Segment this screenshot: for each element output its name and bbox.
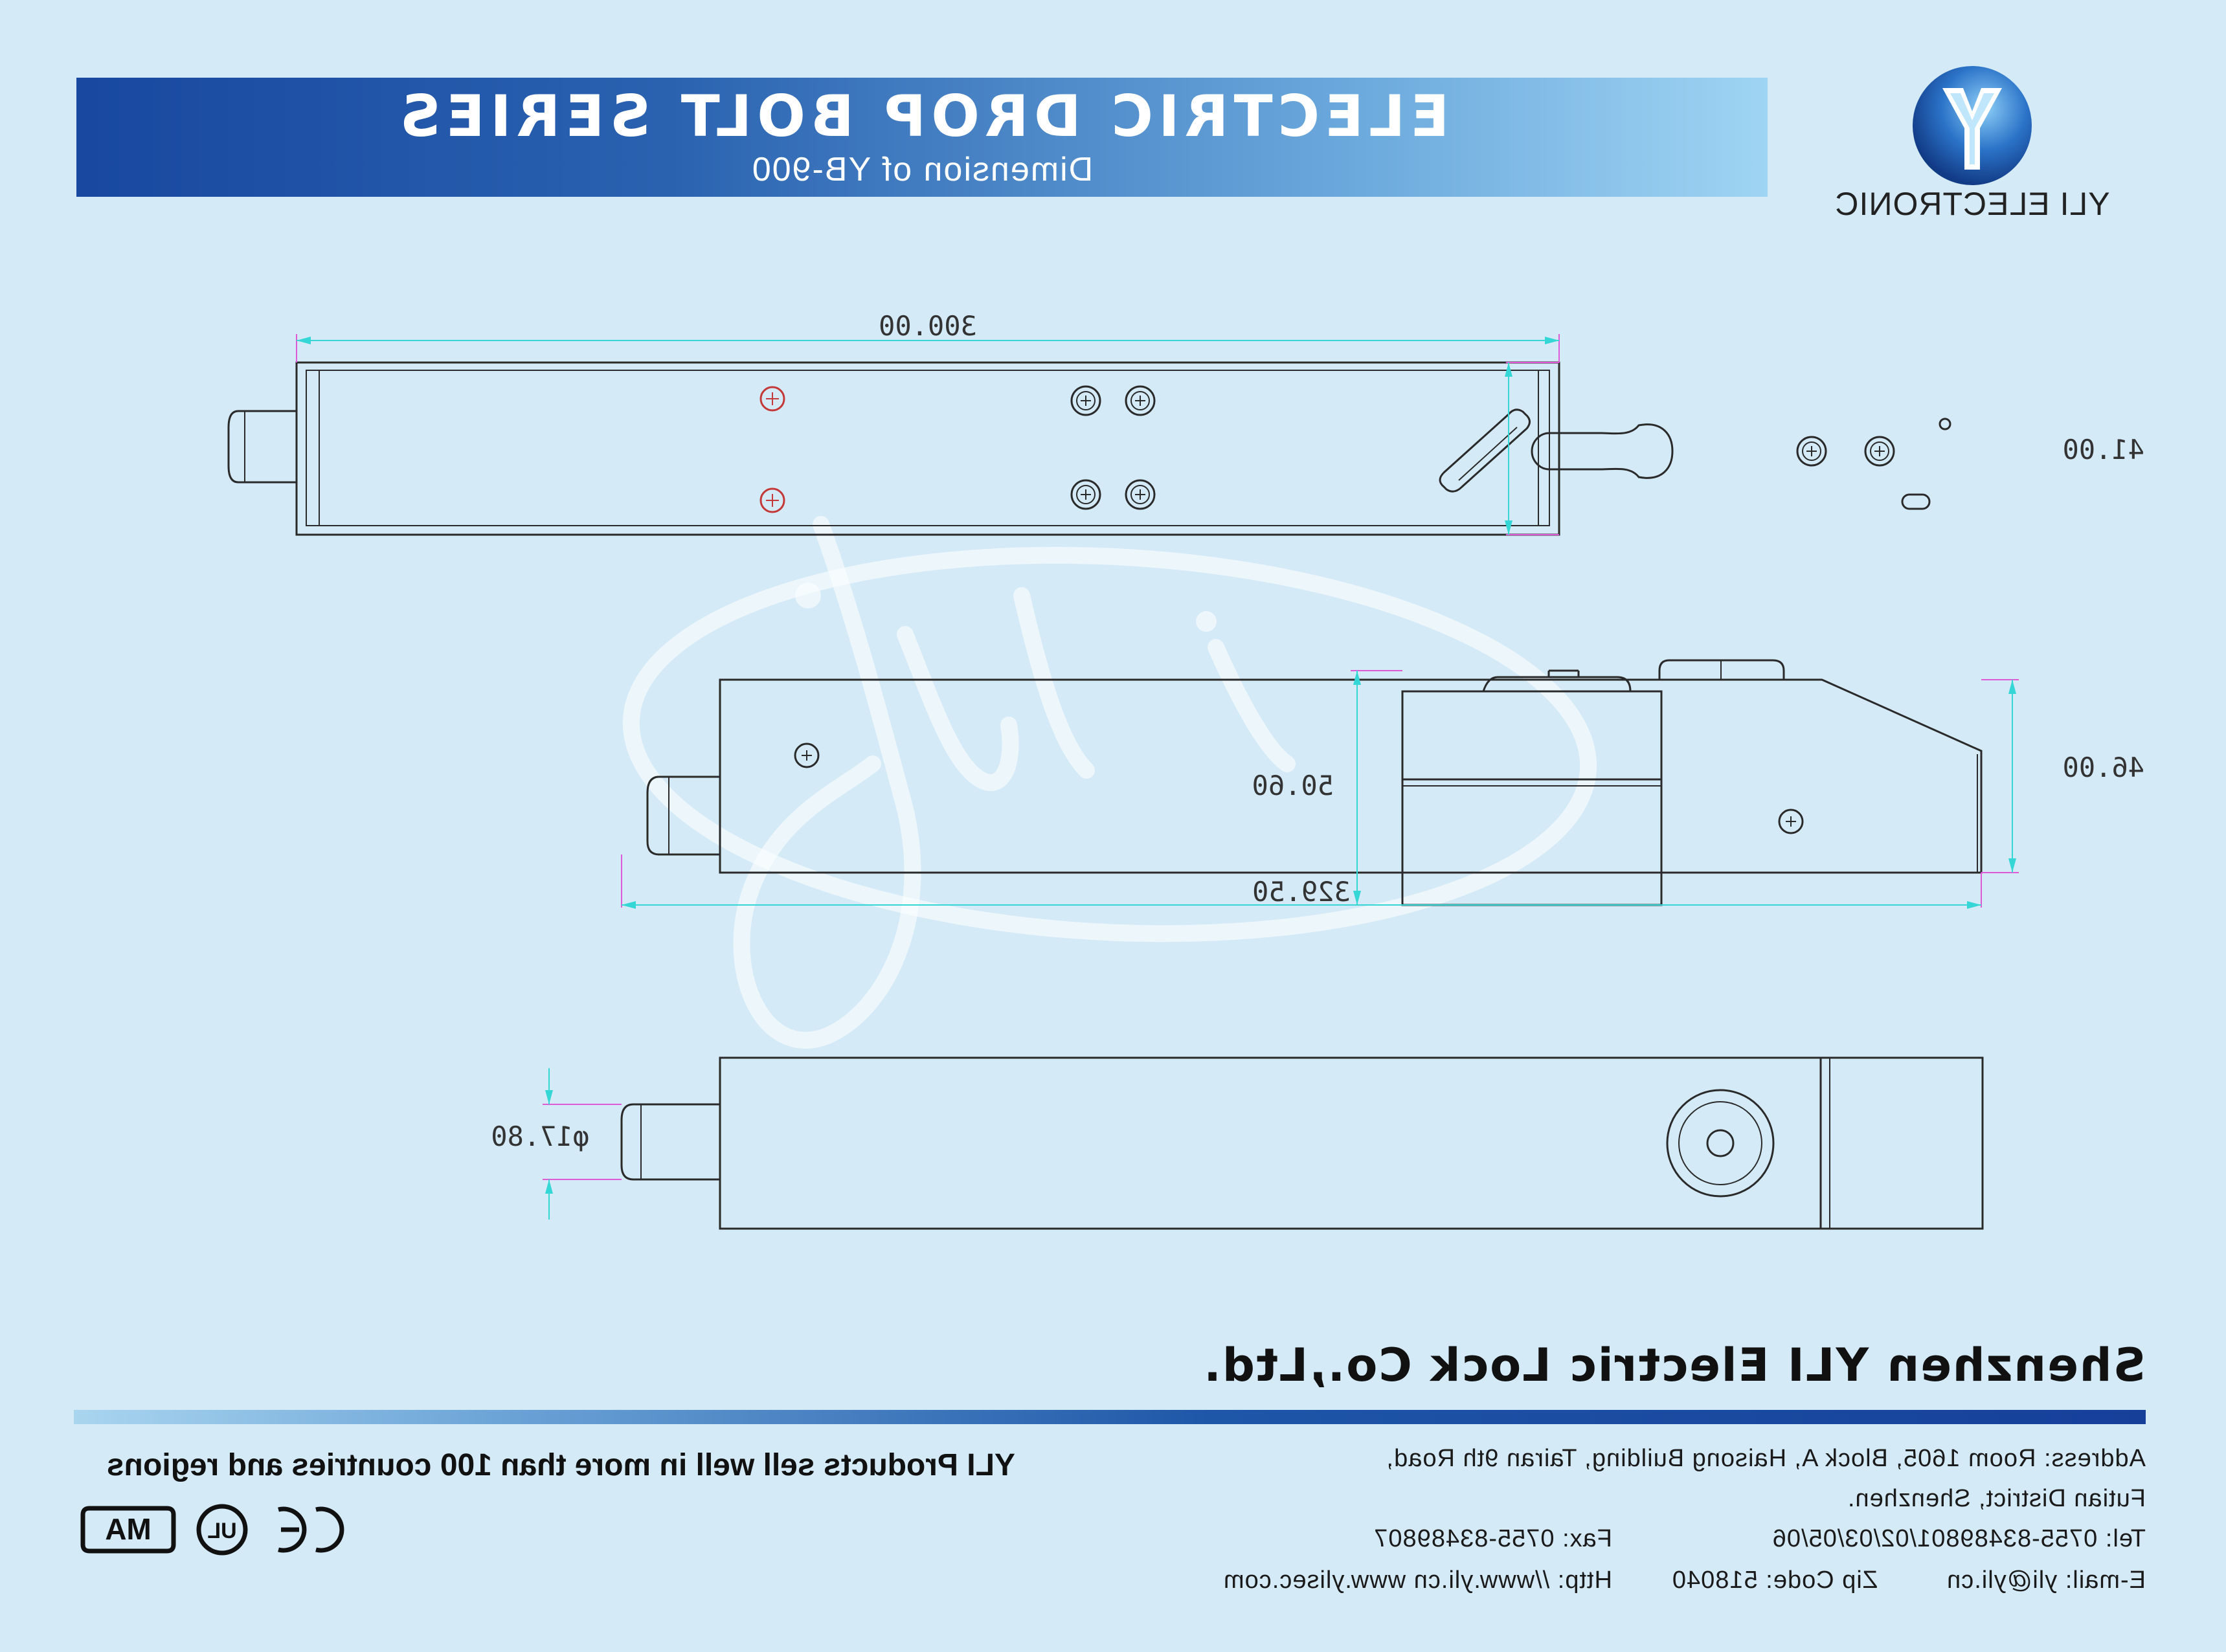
side-view-length-label: 329.50	[1252, 876, 1351, 908]
top-view-body	[295, 361, 1560, 536]
top-view-height-label: 41.00	[2063, 434, 2144, 465]
side-view-bolt	[646, 776, 720, 856]
dimension-labels: 300.00 41.00 46.00 329.50 50.60 φ17.80	[491, 310, 2144, 1152]
top-view-length-label: 300.00	[879, 310, 977, 342]
diagonal-slot	[1439, 408, 1531, 493]
top-view-screws	[1125, 385, 1156, 510]
end-view-height-label: 50.60	[1252, 770, 1334, 801]
ce-mark-icon	[278, 1506, 344, 1553]
side-view-height-label: 46.00	[2063, 752, 2144, 783]
certification-marks: UL MA	[80, 1504, 344, 1556]
dimension-lines	[296, 334, 2019, 1220]
address-line-2: Futian District, Shenzhen.	[1847, 1485, 2146, 1512]
ul-mark-icon	[196, 1504, 248, 1556]
side-view	[646, 659, 1983, 874]
footer-rule	[74, 1410, 2146, 1424]
top-view	[227, 361, 1951, 536]
zip-line: Zip Code: 518040	[1671, 1567, 1878, 1594]
top-view-bolt	[227, 410, 297, 484]
top-view-screws-far	[1796, 436, 1895, 467]
bottom-view-body	[719, 1056, 1984, 1230]
http-line: Http: //www.yli.cn www.ylisec.com	[1223, 1567, 1612, 1594]
bottom-view-diameter-label: φ17.80	[491, 1121, 589, 1152]
keyhole-slot	[1531, 423, 1674, 479]
ma-mark-icon	[80, 1506, 176, 1554]
svg-text:MA: MA	[105, 1512, 152, 1546]
address-line-1: Address: Room 1605, Block A, Haisong Bui…	[1386, 1445, 2146, 1472]
company-name: Shenzhen YLI Electric Lock Co.,Ltd.	[1202, 1339, 2146, 1392]
email-line: E-mail: yli@yli.cn	[1946, 1567, 2146, 1594]
yli-watermark	[622, 516, 1597, 1049]
end-view	[1401, 669, 1663, 906]
yli-y-globe-icon	[1913, 66, 2032, 185]
bottom-view-cylinder	[1666, 1089, 1775, 1198]
bottom-view	[620, 1056, 1984, 1230]
tel-line: Tel: 0755-83489801/02/03/05/06	[1771, 1525, 2146, 1552]
top-view-screws-right	[1070, 385, 1101, 510]
fax-line: Fax: 0755-83489807	[1373, 1525, 1612, 1552]
svg-text:UL: UL	[207, 1519, 236, 1543]
tagline: YLI Products sell well in more than 100 …	[106, 1448, 1015, 1482]
bottom-view-bolt	[620, 1103, 720, 1181]
